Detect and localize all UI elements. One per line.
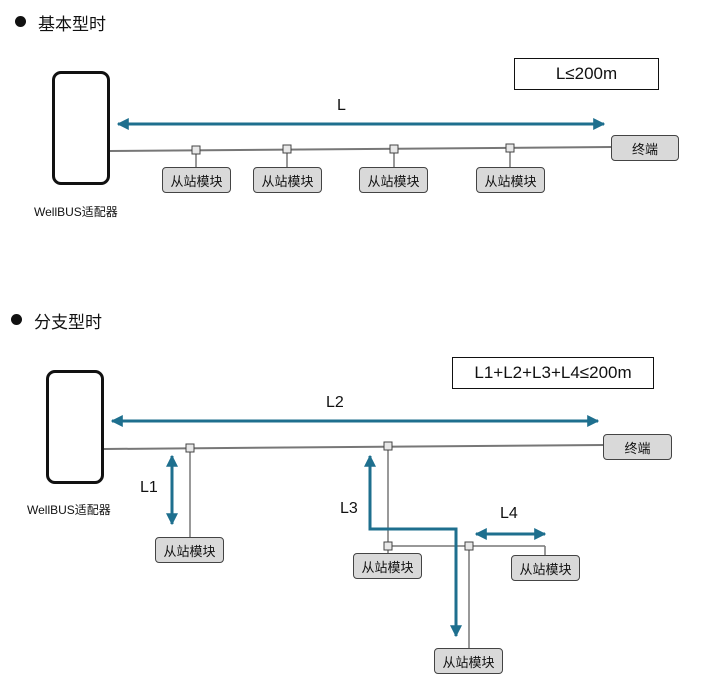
- basic-terminal: 终端: [611, 135, 679, 161]
- branch-slave-module-bottom: 从站模块: [434, 648, 503, 674]
- branch-adapter: [46, 370, 104, 484]
- branch-section-title: 分支型时: [34, 313, 102, 332]
- branch-l1-label: L1: [140, 479, 158, 496]
- branch-l4-label: L4: [500, 505, 518, 522]
- basic-limit-box: L≤200m: [514, 58, 659, 90]
- branch-slave-module-l1: 从站模块: [155, 537, 224, 563]
- branch-slave-module-l3: 从站模块: [353, 553, 422, 579]
- basic-slave-module-4: 从站模块: [476, 167, 545, 193]
- basic-tap-2: [282, 144, 292, 154]
- branch-l3-label: L3: [340, 500, 358, 517]
- branch-bus-line: [103, 444, 605, 450]
- branch-slave-module-l4: 从站模块: [511, 555, 580, 581]
- branch-l2-label: L2: [326, 394, 344, 411]
- basic-length-label: L: [337, 97, 346, 114]
- branch-terminal: 终端: [603, 434, 672, 460]
- branch-tap-4: [464, 541, 474, 551]
- branch-bullet: [11, 314, 22, 325]
- basic-slave-module-1: 从站模块: [162, 167, 231, 193]
- basic-tap-3: [389, 144, 399, 154]
- basic-section-title: 基本型时: [38, 15, 106, 34]
- branch-adapter-label: WellBUS适配器: [27, 503, 111, 517]
- branch-tap-2: [383, 441, 393, 451]
- branch-limit-box: L1+L2+L3+L4≤200m: [452, 357, 654, 389]
- basic-bus-line: [108, 146, 613, 152]
- basic-adapter: [52, 71, 110, 185]
- basic-slave-module-3: 从站模块: [359, 167, 428, 193]
- branch-tap-3: [383, 541, 393, 551]
- basic-tap-1: [191, 145, 201, 155]
- basic-tap-4: [505, 143, 515, 153]
- basic-adapter-label: WellBUS适配器: [34, 205, 118, 219]
- basic-slave-module-2: 从站模块: [253, 167, 322, 193]
- basic-bullet: [15, 16, 26, 27]
- branch-tap-1: [185, 443, 195, 453]
- branch-l3-arrow: [364, 454, 462, 638]
